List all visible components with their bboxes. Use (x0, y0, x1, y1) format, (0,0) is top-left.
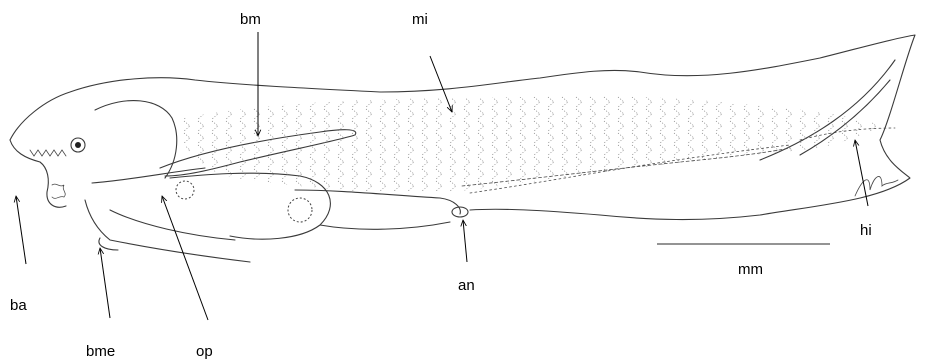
label-bme: bme (86, 343, 115, 360)
arrow-an (463, 220, 467, 262)
arrow-hi (855, 140, 868, 206)
myomere-field (175, 96, 880, 192)
label-ba: ba (10, 297, 27, 314)
pigment-clusters (176, 181, 312, 222)
label-mm: mm (738, 261, 763, 278)
arrow-ba (16, 196, 26, 264)
arrow-op (162, 196, 208, 320)
arrow-bme (100, 248, 110, 318)
label-op: op (196, 343, 213, 360)
label-mi: mi (412, 11, 428, 28)
label-an: an (458, 277, 475, 294)
label-bm: bm (240, 11, 261, 28)
label-hi: hi (860, 222, 872, 239)
